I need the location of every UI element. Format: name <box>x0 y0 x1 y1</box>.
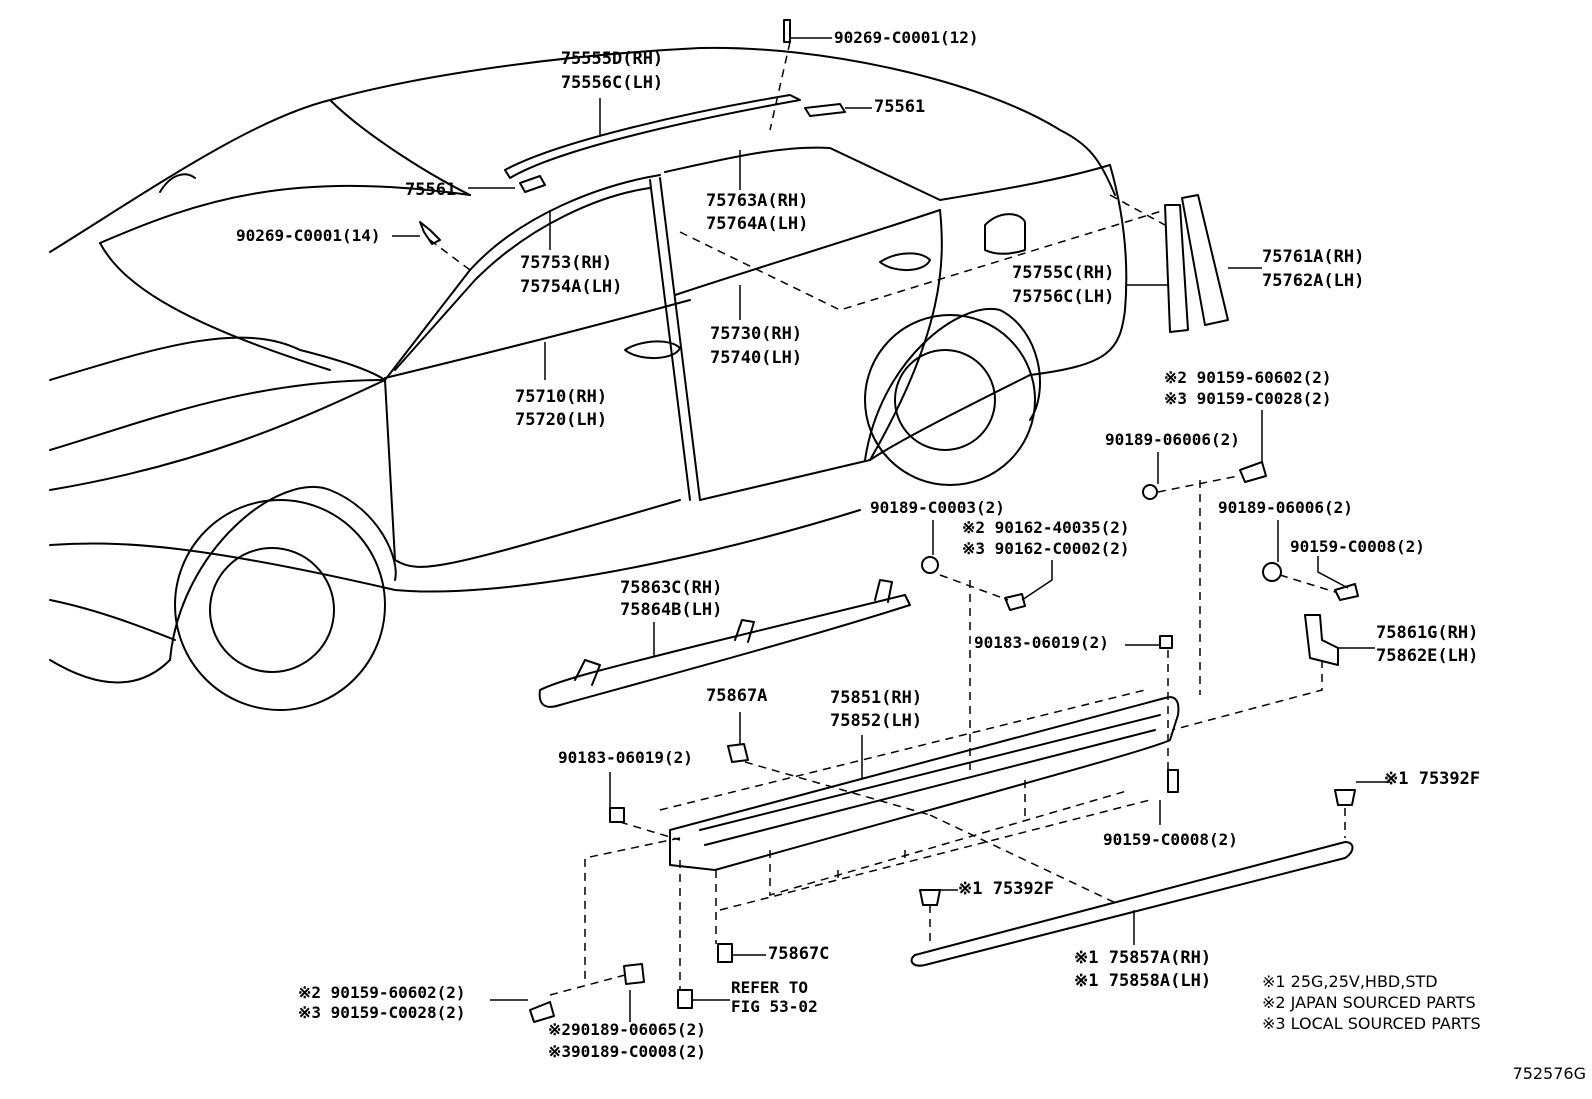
label-75867A: 75867A <box>706 686 768 706</box>
label-3-90189-C0008: ※390189-C0008(2) <box>548 1042 706 1061</box>
label-75561-left: 75561 <box>405 180 457 200</box>
grommet-90189-C0003 <box>921 556 939 574</box>
clip-75561-top <box>804 103 846 117</box>
legend: ※1 25G,25V,HBD,STD ※2 JAPAN SOURCED PART… <box>1262 971 1481 1034</box>
leader-lines <box>392 37 1390 1022</box>
label-75730: 75730(RH) <box>710 324 803 344</box>
label-2-90162-40035: ※2 90162-40035(2) <box>962 518 1130 537</box>
label-90269-C0001-14: 90269-C0001(14) <box>236 226 381 245</box>
grommet-90189-06006-b <box>1262 562 1282 582</box>
clip-75392F-mid <box>919 889 941 906</box>
label-90189-C0003: 90189-C0003(2) <box>870 498 1005 517</box>
label-2-90159-60602-bot: ※2 90159-60602(2) <box>298 983 466 1002</box>
clip-75392F-right <box>1334 789 1356 806</box>
label-75864B: 75864B(LH) <box>620 600 723 620</box>
label-75861G: 75861G(RH) <box>1376 623 1479 643</box>
label-75867C: 75867C <box>768 944 830 964</box>
label-90269-C0001-12: 90269-C0001(12) <box>834 28 979 47</box>
nut-90183-b <box>609 807 625 823</box>
label-75754A: 75754A(LH) <box>520 277 623 297</box>
grommet-90189-06065 <box>623 963 645 985</box>
lower-moulding-75857A <box>910 841 1354 967</box>
screw-90159-C0008-b <box>1167 769 1179 793</box>
label-75720: 75720(LH) <box>515 410 608 430</box>
label-refer-fig: FIG 53-02 <box>731 997 818 1016</box>
pin-90269-top <box>783 19 791 43</box>
label-3-90159-C0028-bot: ※3 90159-C0028(2) <box>298 1003 466 1022</box>
diagram-code: 752576G <box>1512 1064 1586 1083</box>
label-75555D: 75555D(RH) <box>560 49 664 69</box>
clip-75867C <box>717 943 733 963</box>
label-75761A: 75761A(RH) <box>1262 247 1365 267</box>
screw-90159-C0008-a <box>1334 583 1359 601</box>
label-3-90162-C0002: ※3 90162-C0002(2) <box>962 539 1130 558</box>
legend-note-3: ※3 LOCAL SOURCED PARTS <box>1262 1014 1481 1033</box>
label-1-75392F-right: ※1 75392F <box>1384 769 1481 789</box>
grommet-90189-06006-a <box>1142 484 1158 500</box>
bolt-refer <box>677 989 693 1009</box>
nut-90183-a <box>1159 635 1173 649</box>
label-3-90159-C0028-top: ※3 90159-C0028(2) <box>1164 389 1332 408</box>
pillar-garnish-75761A <box>1164 204 1189 333</box>
dashed-guides <box>429 41 1346 996</box>
label-refer-to: REFER TO <box>731 978 809 997</box>
label-75556C: 75556C(LH) <box>560 73 664 93</box>
label-75863C: 75863C(RH) <box>620 578 723 598</box>
label-75762A: 75762A(LH) <box>1262 271 1365 291</box>
label-2-90159-60602-top: ※2 90159-60602(2) <box>1164 368 1332 387</box>
clip-75561-left <box>519 175 546 193</box>
label-90183-06019-a: 90183-06019(2) <box>974 633 1109 652</box>
legend-note-2: ※2 JAPAN SOURCED PARTS <box>1262 993 1476 1012</box>
label-75753: 75753(RH) <box>520 253 613 273</box>
car-body <box>49 46 1128 711</box>
screw-90162 <box>1004 593 1026 611</box>
bracket-75861G <box>1304 614 1339 666</box>
label-90189-06006-b: 90189-06006(2) <box>1218 498 1353 517</box>
label-75763A: 75763A(RH) <box>706 191 809 211</box>
label-75755C: 75755C(RH) <box>1012 263 1115 283</box>
label-90183-06019-b: 90183-06019(2) <box>558 748 693 767</box>
label-1-75857A: ※1 75857A(RH) <box>1074 948 1212 968</box>
roof-moulding <box>504 94 801 179</box>
label-75710: 75710(RH) <box>515 387 608 407</box>
bolt-90159-top <box>1239 461 1267 483</box>
label-75862E: 75862E(LH) <box>1376 646 1479 666</box>
label-75851: 75851(RH) <box>830 688 923 708</box>
label-75740: 75740(LH) <box>710 348 803 368</box>
label-75561-top: 75561 <box>874 97 926 117</box>
pillar-garnish-75761A-b <box>1181 194 1229 326</box>
label-90159-C0008-a: 90159-C0008(2) <box>1290 537 1425 556</box>
clip-75867A <box>727 743 749 763</box>
pin-90269-left <box>419 221 441 245</box>
label-75756C: 75756C(LH) <box>1012 287 1115 307</box>
label-90189-06006-a: 90189-06006(2) <box>1105 430 1240 449</box>
legend-note-1: ※1 25G,25V,HBD,STD <box>1262 972 1438 991</box>
label-90159-C0008-b: 90159-C0008(2) <box>1103 830 1238 849</box>
rocker-panel-75851 <box>669 696 1180 871</box>
label-75852: 75852(LH) <box>830 711 923 731</box>
label-75764A: 75764A(LH) <box>706 214 809 234</box>
label-2-90189-06065: ※290189-06065(2) <box>548 1020 706 1039</box>
bolt-90159-bottom <box>529 1001 555 1023</box>
label-1-75858A: ※1 75858A(LH) <box>1074 971 1212 991</box>
label-1-75392F-mid: ※1 75392F <box>958 879 1055 899</box>
